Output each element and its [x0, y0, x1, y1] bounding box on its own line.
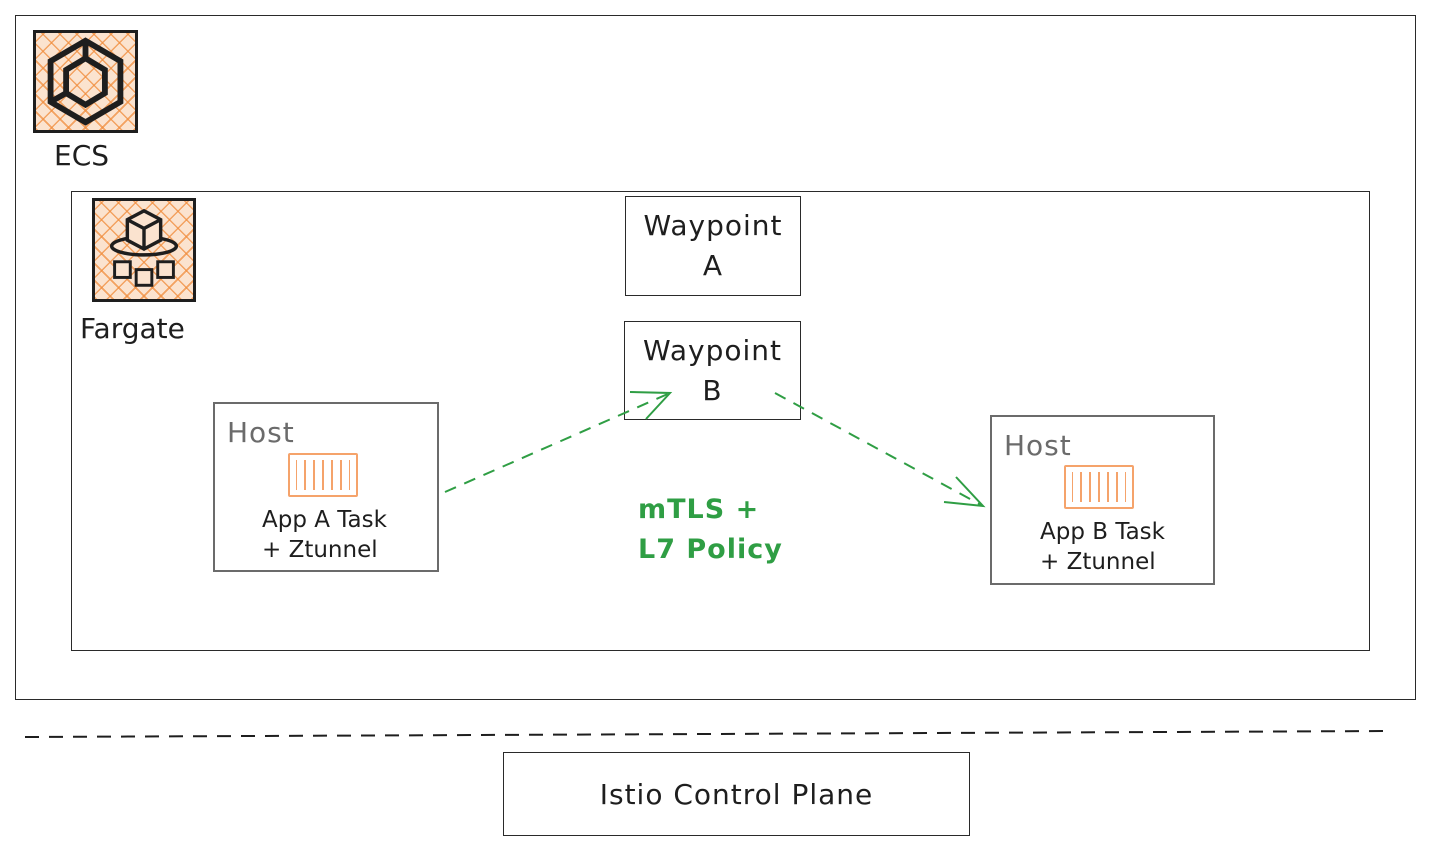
host-b-label: Host	[1004, 429, 1072, 462]
connection-label-line1: mTLS +	[638, 494, 760, 525]
waypoint-a-title: Waypoint	[643, 209, 783, 242]
fargate-frame	[71, 191, 1370, 651]
waypoint-b-title: Waypoint	[642, 333, 783, 367]
istio-control-plane-label: Istio Control Plane	[599, 777, 874, 811]
connection-label-line2: L7 Policy	[638, 534, 783, 565]
connection-label: mTLS + L7 Policy	[638, 490, 783, 570]
host-b-task-line2: + Ztunnel	[1040, 549, 1156, 575]
container-icon	[288, 453, 358, 497]
ecs-label: ECS	[54, 139, 110, 172]
ecs-icon	[33, 30, 138, 133]
waypoint-b-box: Waypoint B	[624, 321, 801, 420]
istio-control-plane-box: Istio Control Plane	[503, 752, 970, 836]
ecs-frame	[15, 15, 1416, 700]
host-b-task-line1: App B Task	[1040, 519, 1165, 545]
fargate-label: Fargate	[80, 312, 185, 345]
waypoint-a-letter: A	[702, 249, 724, 282]
host-a-task-line2: + Ztunnel	[262, 537, 378, 563]
waypoint-a-box: Waypoint A	[625, 196, 801, 296]
host-a-task-line1: App A Task	[262, 507, 387, 533]
host-a-box: Host App A Task + Ztunnel	[213, 402, 439, 572]
host-b-box: Host App B Task + Ztunnel	[990, 415, 1215, 585]
container-icon	[1064, 465, 1134, 509]
host-a-label: Host	[227, 416, 295, 449]
waypoint-b-letter: B	[702, 373, 723, 407]
fargate-icon	[92, 198, 196, 302]
separator-dashed-line	[24, 730, 1393, 738]
